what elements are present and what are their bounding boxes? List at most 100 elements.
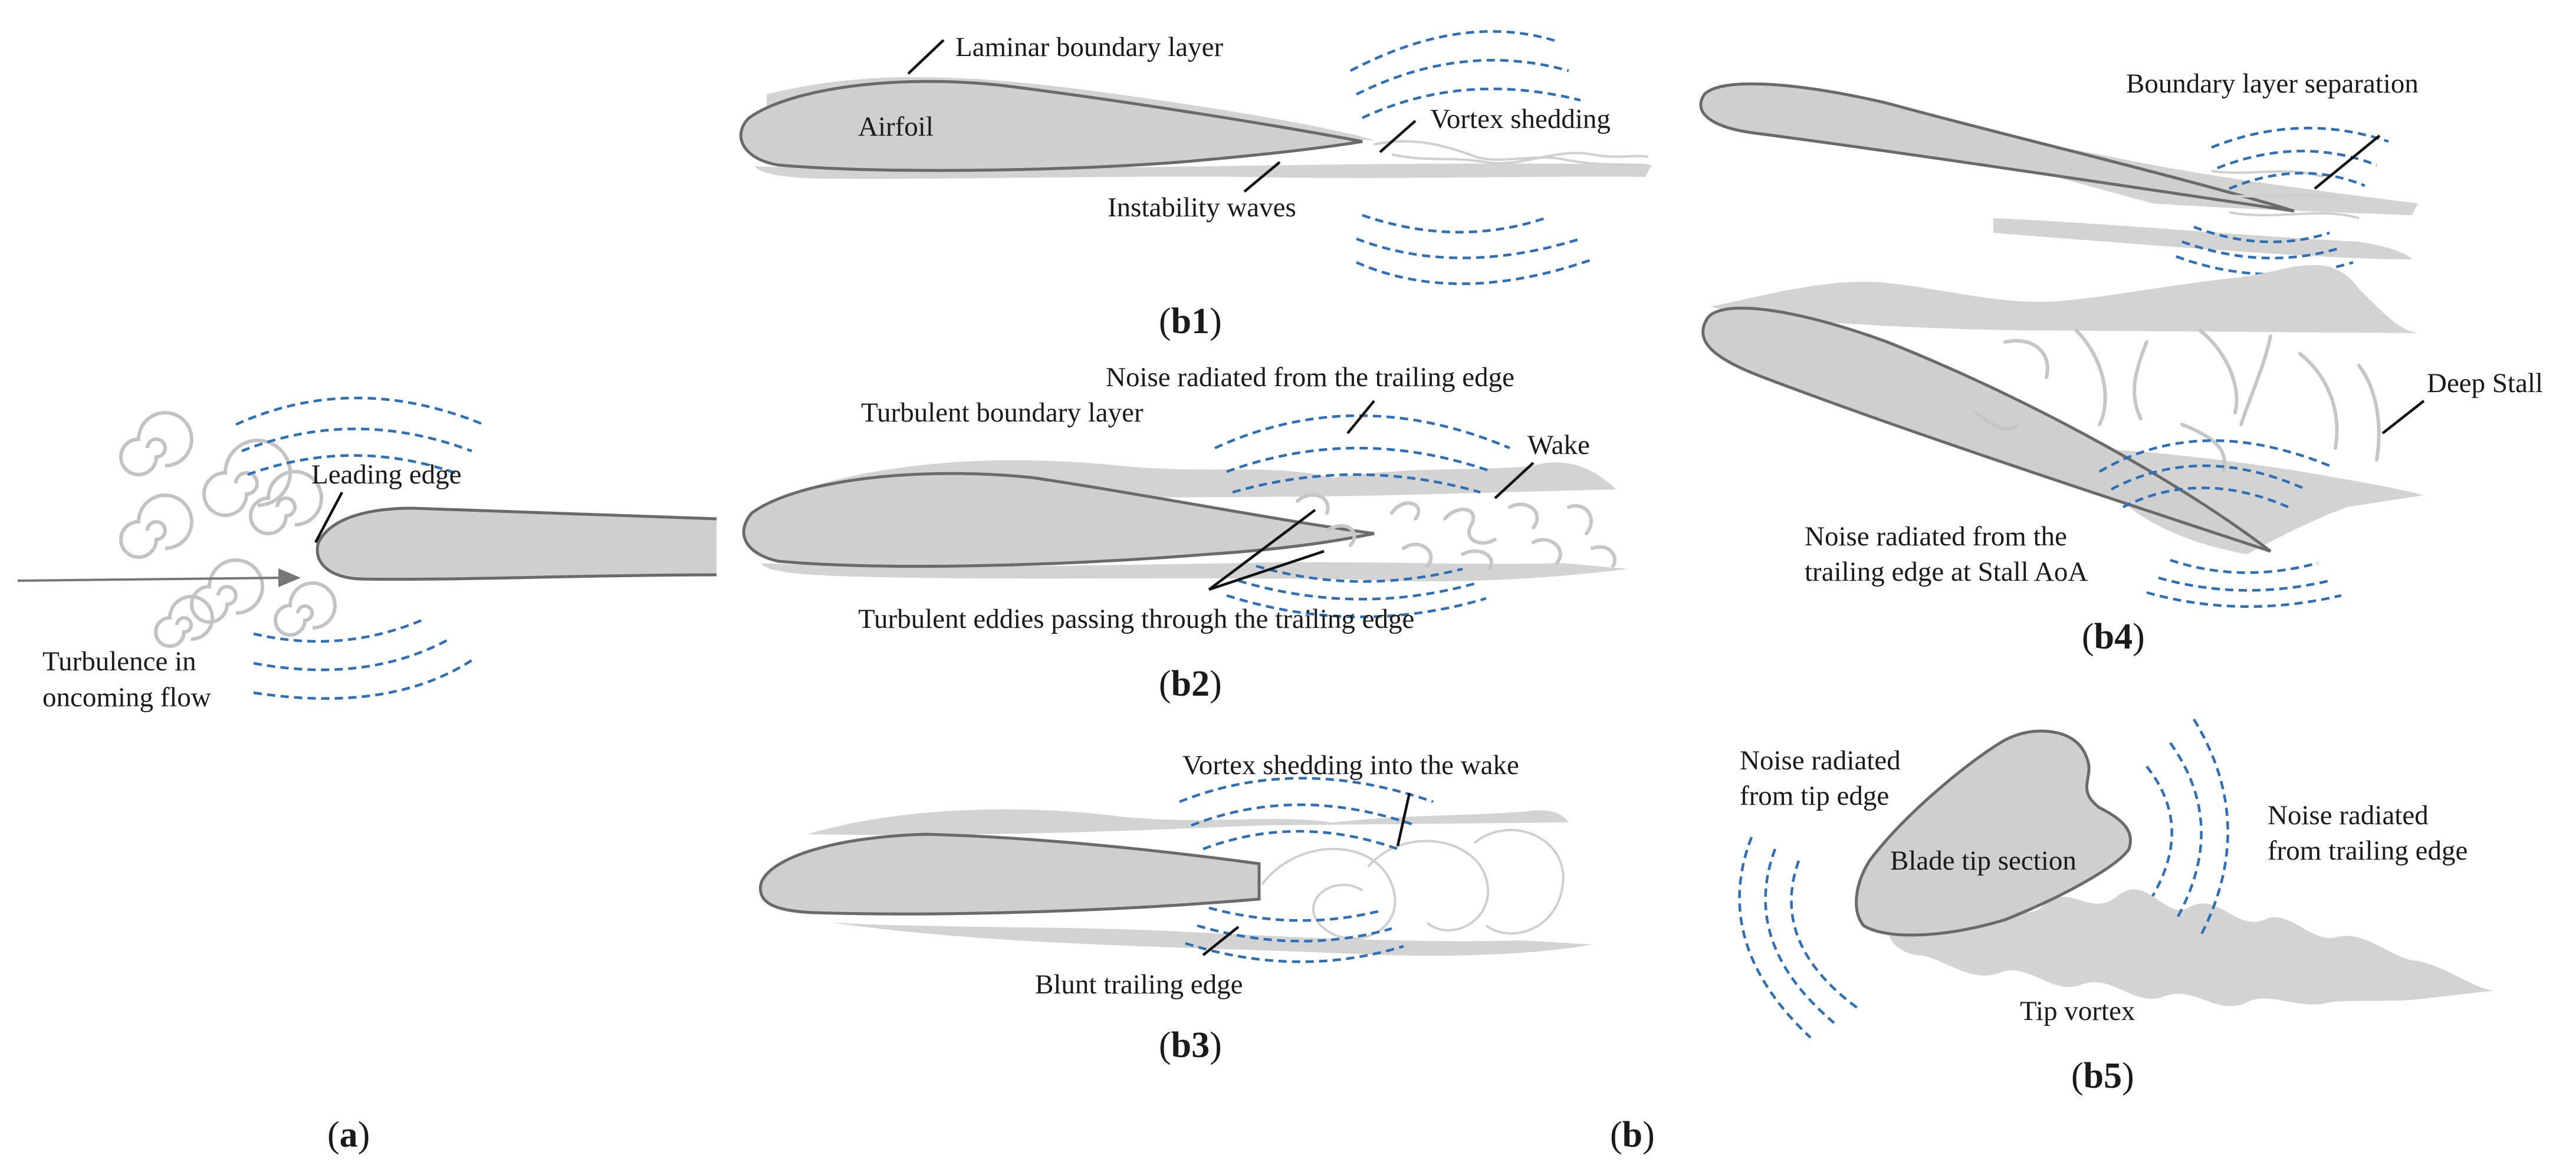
eddies-label: Turbulent eddies passing through the tra… xyxy=(858,604,1414,634)
wake-label: Wake xyxy=(1527,430,1590,460)
flow-arrow-head xyxy=(278,568,301,587)
turbulence-swirl xyxy=(119,411,193,476)
acoustic-wave xyxy=(247,454,461,476)
acoustic-wave xyxy=(253,617,425,643)
turbulence-swirl xyxy=(274,581,337,637)
acoustic-wave xyxy=(2193,718,2229,939)
panel-b1: Laminar boundary layer Airfoil Vortex sh… xyxy=(739,30,1652,341)
blunt-te-label: Blunt trailing edge xyxy=(1035,969,1243,1000)
wake-eddy xyxy=(1390,501,1421,521)
turbulence-swirl xyxy=(190,558,264,624)
turbulence-swirl xyxy=(119,493,193,559)
panel-a: Leading edge Turbulence in oncoming flow… xyxy=(17,396,717,1155)
acoustic-wave xyxy=(1738,837,1812,1039)
acoustic-wave xyxy=(1202,830,1398,851)
leader-line xyxy=(1243,161,1281,193)
acoustic-wave xyxy=(2170,558,2318,574)
airfoil-label: Airfoil xyxy=(858,111,934,142)
acoustic-wave xyxy=(1349,30,1558,72)
acoustic-wave xyxy=(253,638,449,672)
acoustic-wave xyxy=(2110,464,2306,491)
leader-line xyxy=(1396,792,1411,847)
shed-vortex xyxy=(1391,152,1649,164)
stall-eddy xyxy=(2357,364,2381,462)
turbulence-label-2: oncoming flow xyxy=(42,682,211,713)
instability-waves-label: Instability waves xyxy=(1108,192,1296,223)
acoustic-wave xyxy=(2098,439,2330,473)
shed-vortex xyxy=(1367,840,1489,932)
separation-streak xyxy=(2217,193,2348,202)
panel-b3: Vortex shedding into the wake Blunt trai… xyxy=(758,750,1592,1065)
acoustic-wave xyxy=(1191,803,1416,827)
acoustic-wave xyxy=(1355,58,1569,96)
caption-b4: (b4) xyxy=(2082,617,2145,657)
acoustic-wave xyxy=(1790,860,1859,1009)
acoustic-wave xyxy=(1362,213,1546,233)
acoustic-wave xyxy=(2169,742,2203,921)
stall-eddy xyxy=(2198,328,2239,414)
acoustic-wave xyxy=(1232,473,1481,494)
stall-noise-label-1: Noise radiated from the xyxy=(1805,521,2067,552)
acoustic-wave xyxy=(2145,765,2173,897)
caption-b3: (b3) xyxy=(1159,1025,1222,1065)
blade-tip-section xyxy=(1855,729,2133,937)
shed-vortex xyxy=(1261,848,1397,940)
acoustic-wave xyxy=(2229,172,2365,190)
acoustic-wave xyxy=(2181,240,2342,259)
panel-b4: Boundary layer separation Deep Stall Noi… xyxy=(1699,68,2543,657)
deep-stall-upper-layer xyxy=(1710,265,2418,333)
acoustic-wave xyxy=(1356,258,1593,285)
te-noise-label-2: from trailing edge xyxy=(2268,835,2467,866)
turbulence-swirl xyxy=(154,595,214,648)
separation-streak xyxy=(2211,170,2324,178)
turbulence-label-1: Turbulence in xyxy=(42,646,196,677)
b3-upper-boundary-layer xyxy=(808,809,1569,835)
acoustic-wave xyxy=(2211,127,2389,149)
acoustic-wave xyxy=(1214,414,1510,450)
leader-line xyxy=(1494,462,1535,499)
acoustic-wave xyxy=(235,396,484,426)
leader-line xyxy=(1208,509,1316,591)
caption-b1: (b1) xyxy=(1159,301,1222,341)
tip-vortex-wake xyxy=(1887,889,2495,1006)
wake-eddy xyxy=(1508,502,1539,529)
bl-separation-label: Boundary layer separation xyxy=(2126,68,2419,99)
acoustic-wave xyxy=(1256,564,1463,583)
stall-eddy xyxy=(2003,339,2049,379)
stall-eddy xyxy=(2298,352,2339,450)
panel-b5: Noise radiated from tip edge Noise radia… xyxy=(1738,718,2495,1096)
airfoil-b1 xyxy=(739,80,1363,172)
panel-b2: Noise radiated from the trailing edge Tu… xyxy=(742,362,1628,704)
leader-line xyxy=(1346,400,1375,435)
separation-streak xyxy=(2229,211,2360,219)
tip-noise-label-1: Noise radiated xyxy=(1740,745,1901,776)
vortex-shedding-label: Vortex shedding xyxy=(1430,104,1611,134)
vortex-wake-label: Vortex shedding into the wake xyxy=(1182,750,1519,781)
shed-vortex xyxy=(1473,828,1565,935)
caption-b5: (b5) xyxy=(2071,1056,2134,1096)
acoustic-wave xyxy=(253,659,473,700)
airfoil-b4-stalled xyxy=(1699,82,2295,213)
acoustic-wave xyxy=(1185,942,1404,963)
leader-line xyxy=(1208,549,1325,591)
wake-eddy xyxy=(1591,545,1617,568)
acoustic-wave xyxy=(2122,486,2289,509)
caption-a: (a) xyxy=(327,1115,370,1155)
acoustic-wave xyxy=(1208,906,1381,922)
acoustic-wave xyxy=(1362,87,1581,120)
noise-te-label: Noise radiated from the trailing edge xyxy=(1106,362,1514,393)
leader-line xyxy=(2381,400,2425,435)
acoustic-wave xyxy=(1356,237,1581,259)
caption-b2: (b2) xyxy=(1159,664,1222,704)
stall-eddy xyxy=(2180,423,2226,473)
wake-eddy xyxy=(1461,549,1493,571)
airfoil-b4-deep-stall xyxy=(1701,307,2272,553)
b4-separated-layer-bottom xyxy=(1993,218,2412,259)
airfoil-b3-blunt xyxy=(758,832,1261,916)
acoustic-wave xyxy=(1226,446,1493,473)
leader-line xyxy=(907,39,945,75)
acoustic-wave xyxy=(1197,924,1392,943)
wake-eddy xyxy=(1296,493,1330,515)
stall-eddy xyxy=(2074,328,2107,426)
